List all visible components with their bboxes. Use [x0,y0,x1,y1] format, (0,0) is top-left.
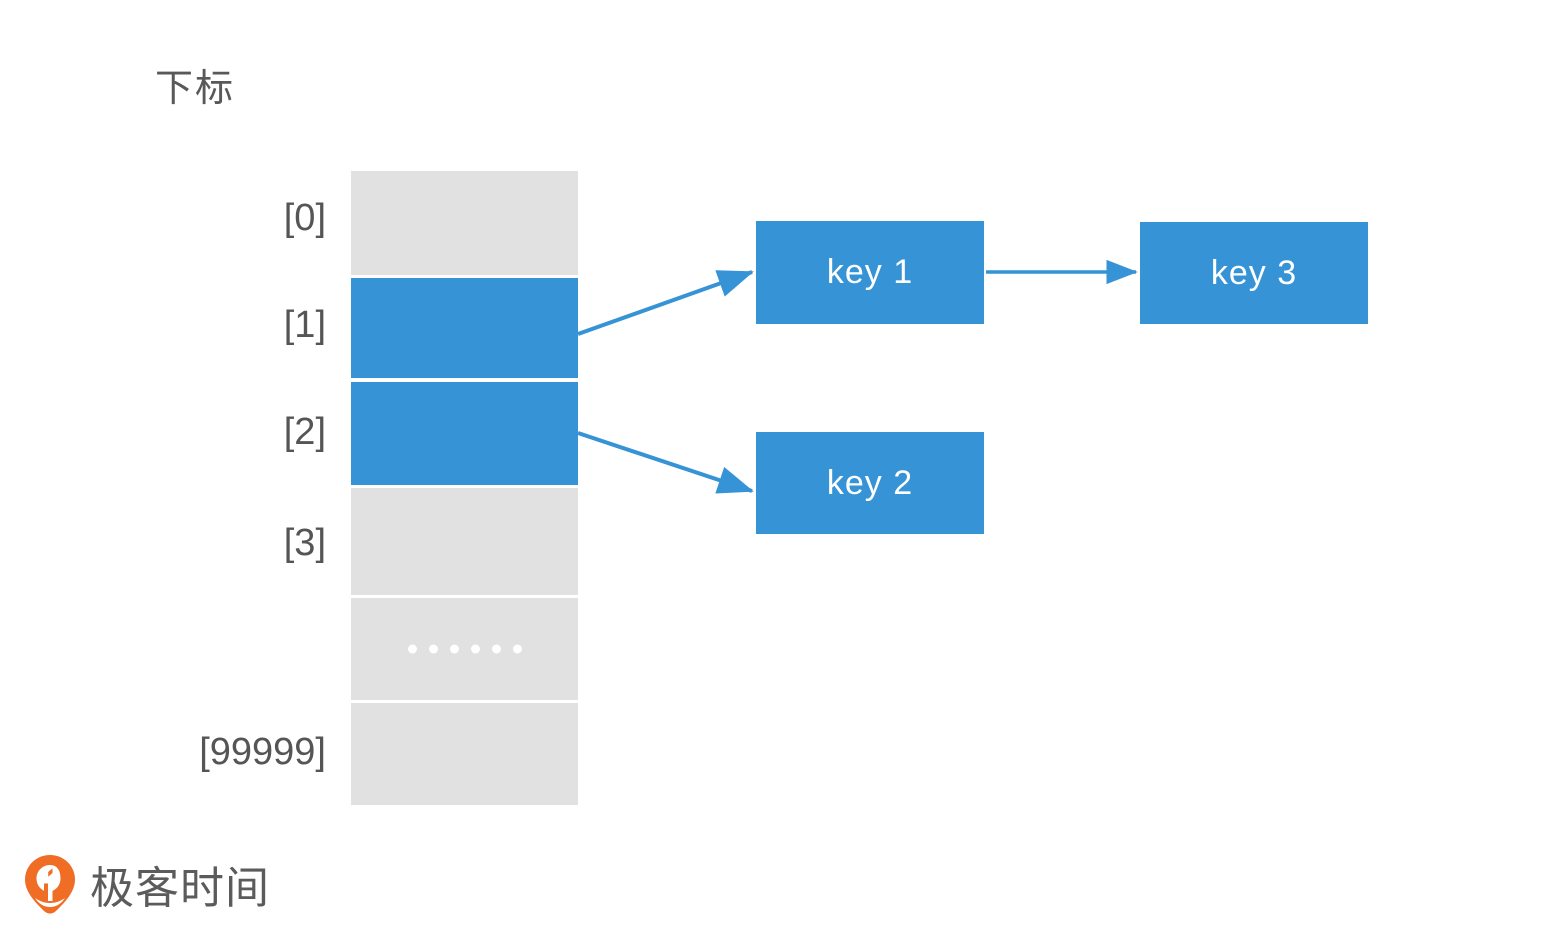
array-cell-1[interactable] [351,278,578,378]
node-key-3-label: key 3 [1210,253,1298,292]
link-cell1-to-key1 [577,270,754,336]
array-cell-0[interactable] [351,171,578,275]
node-key-2[interactable]: key 2 [756,432,984,534]
index-label-column: [0] [1] [2] [3] [99999] [0,171,326,805]
array-cell-ellipsis[interactable] [351,598,578,700]
page-title: 下标 [155,68,236,110]
index-label-1: [1] [283,304,326,346]
node-key-1-label: key 1 [826,253,914,291]
index-label-3: [3] [283,522,326,564]
ellipsis-dots-icon [351,644,578,654]
node-key-3[interactable]: key 3 [1140,222,1368,324]
link-cell2-to-key2 [577,431,754,494]
hash-bucket-array [351,171,578,805]
brand-logo: 极客时间 [24,852,270,916]
node-key-2-label: key 2 [826,463,914,502]
index-label-99999: [99999] [199,731,326,773]
brand-logo-text: 极客时间 [90,864,270,913]
index-label-2: [2] [283,411,326,453]
array-cell-3[interactable] [351,488,578,595]
node-key-1[interactable]: key 1 [756,221,984,324]
array-cell-99999[interactable] [351,703,578,805]
index-label-0: [0] [283,197,326,239]
geektime-pin-icon [25,855,75,914]
array-cell-2[interactable] [351,382,578,485]
